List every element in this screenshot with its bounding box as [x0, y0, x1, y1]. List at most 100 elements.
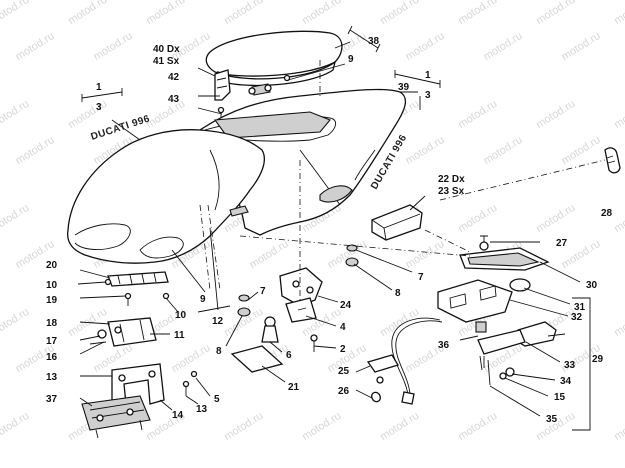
hinge-bracket — [214, 69, 231, 124]
callout-9-mid: 9 — [200, 294, 206, 305]
callout-38: 38 — [368, 36, 380, 47]
watermark-text: motod.ru — [91, 30, 134, 63]
callout-9-top: 9 — [348, 54, 354, 65]
watermark-text: motod.ru — [612, 410, 625, 443]
watermark-text: motod.ru — [66, 98, 109, 131]
callout-15: 15 — [554, 392, 566, 403]
callout-4: 4 — [340, 322, 346, 333]
watermark-text: motod.ru — [612, 98, 625, 131]
watermark-text: motod.ru — [403, 30, 446, 63]
callout-14: 14 — [172, 410, 184, 421]
watermark-text: motod.ru — [456, 98, 499, 131]
callout-numbers: 40 Dx 41 Sx 42 43 38 9 1 3 1 3 39 22 Dx … — [46, 36, 613, 425]
callout-26: 26 — [338, 386, 350, 397]
ignition-lock-plate — [81, 395, 151, 439]
callout-25: 25 — [338, 366, 350, 377]
callout-35: 35 — [546, 414, 558, 425]
seat-lock-cable — [366, 317, 443, 405]
watermark-text: motod.ru — [403, 238, 446, 271]
callout-16: 16 — [46, 352, 58, 363]
watermark-text: motod.ru — [378, 410, 421, 443]
callout-3-left: 3 — [96, 102, 102, 113]
watermark-text: motod.ru — [0, 0, 31, 27]
callout-20: 20 — [46, 260, 58, 271]
callout-30: 30 — [586, 280, 598, 291]
watermark-text: motod.ru — [222, 0, 265, 27]
latch-cable-end — [604, 147, 621, 174]
callout-27: 27 — [556, 238, 568, 249]
watermark-text: motod.ru — [66, 0, 109, 27]
callout-34: 34 — [560, 376, 572, 387]
watermark-text: motod.ru — [144, 0, 187, 27]
callout-23-sx: 23 Sx — [438, 186, 465, 197]
callout-6: 6 — [286, 350, 292, 361]
watermark-text: motod.ru — [169, 342, 212, 375]
watermark-text: motod.ru — [403, 134, 446, 167]
seat-hook-rail — [104, 271, 170, 306]
watermark-text: motod.ru — [300, 0, 343, 27]
seat-lock-mechanism — [89, 317, 157, 347]
callout-8-right: 8 — [395, 288, 401, 299]
callout-1-right: 1 — [425, 70, 431, 81]
callout-7-right: 7 — [418, 272, 424, 283]
watermark-text: motod.ru — [534, 202, 577, 235]
watermark-text: motod.ru — [0, 306, 31, 339]
callout-28: 28 — [601, 208, 613, 219]
callout-17: 17 — [46, 336, 58, 347]
callout-leaders — [77, 41, 591, 431]
callout-33: 33 — [564, 360, 576, 371]
callout-19: 19 — [46, 295, 58, 306]
callout-13-right: 13 — [196, 404, 208, 415]
dashed-center-lines — [199, 60, 606, 300]
watermark-text: motod.ru — [612, 0, 625, 27]
watermark-text: motod.ru — [378, 306, 421, 339]
watermark-text: motod.ru — [325, 238, 368, 271]
watermark-text: motod.ru — [534, 98, 577, 131]
tail-section — [199, 88, 407, 236]
seat-lock-bracket — [261, 267, 323, 352]
watermark-text: motod.ru — [559, 30, 602, 63]
callout-18: 18 — [46, 318, 58, 329]
rubber-bumpers — [237, 244, 359, 317]
callout-31: 31 — [574, 302, 586, 313]
watermark-text: motod.ru — [456, 202, 499, 235]
rider-seat — [66, 129, 265, 264]
callout-24: 24 — [340, 300, 352, 311]
callout-40-dx: 40 Dx — [153, 44, 180, 55]
callout-32: 32 — [571, 312, 583, 323]
callout-42: 42 — [168, 72, 180, 83]
watermark-text: motod.ru — [300, 410, 343, 443]
callout-3-right: 3 — [425, 90, 431, 101]
reference-brackets — [81, 25, 441, 313]
watermark-text: motod.ru — [0, 202, 31, 235]
watermark-text: motod.ru — [247, 238, 290, 271]
callout-11: 11 — [174, 330, 185, 341]
callout-43: 43 — [168, 94, 180, 105]
watermark-text: motod.ru — [481, 30, 524, 63]
watermark-text: motod.ru — [13, 30, 56, 63]
watermark-text: motod.ru — [612, 306, 625, 339]
callout-7-mid: 7 — [260, 286, 266, 297]
callout-5: 5 — [214, 394, 220, 405]
callout-1-left: 1 — [96, 82, 102, 93]
watermark-text: motod.ru — [144, 98, 187, 131]
callout-13-left: 13 — [46, 372, 58, 383]
callout-8-mid: 8 — [216, 346, 222, 357]
watermark-text: motod.ru — [378, 0, 421, 27]
callout-39: 39 — [398, 82, 410, 93]
passenger-seat-cover — [205, 30, 343, 96]
watermark-text: motod.ru — [612, 202, 625, 235]
callout-2: 2 — [340, 344, 346, 355]
watermark-text: motod.ru — [481, 134, 524, 167]
watermark-text: motod.ru — [534, 0, 577, 27]
callout-29: 29 — [592, 354, 604, 365]
watermark-text: motod.ru — [0, 98, 31, 131]
callout-10-left: 10 — [46, 280, 58, 291]
watermark-text: motod.ru — [222, 410, 265, 443]
callout-12: 12 — [212, 316, 224, 327]
callout-41-sx: 41 Sx — [153, 56, 180, 67]
watermark-text: motod.ru — [0, 410, 31, 443]
callout-21: 21 — [288, 382, 300, 393]
